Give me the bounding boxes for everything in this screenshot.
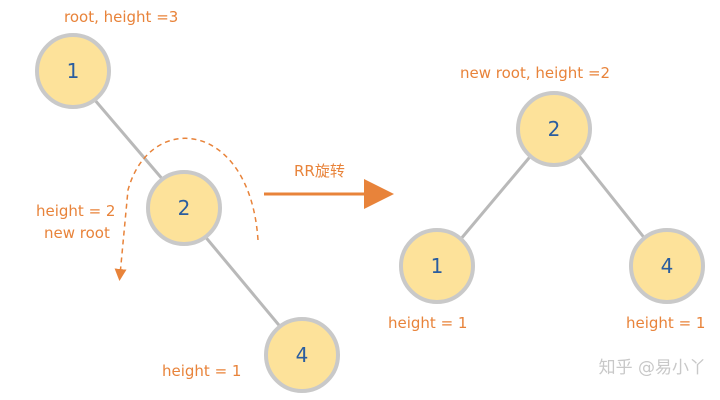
right-newroot-annotation: new root, height =2 [460,64,610,82]
left-node4-height-annotation: height = 1 [162,362,241,380]
rotation-curve-arrow [114,137,259,281]
right-node-4-label: 4 [661,254,674,278]
left-root-annotation: root, height =3 [64,8,178,26]
left-node-2-label: 2 [178,196,191,220]
left-node2-newroot-annotation: new root [44,224,110,242]
edge-r2-r1 [458,151,536,241]
right-node-1-label: 1 [431,254,444,278]
right-node-1: 1 [399,228,475,304]
left-node-1-label: 1 [67,59,80,83]
edge-1-2 [86,91,172,189]
right-node4-height-annotation: height = 1 [626,314,705,332]
right-node-2: 2 [516,91,592,167]
edge-r2-r4 [574,151,648,241]
right-node1-height-annotation: height = 1 [388,314,467,332]
right-node-4: 4 [629,228,705,304]
edge-2-4 [196,227,290,337]
rotation-label: RR旋转 [294,162,345,180]
left-node-1: 1 [35,33,111,109]
left-node-4: 4 [264,317,340,393]
left-node-4-label: 4 [296,343,309,367]
left-node-2: 2 [146,170,222,246]
watermark: 知乎 @易小丫 [598,358,706,378]
left-node2-height-annotation: height = 2 [36,202,115,220]
right-node-2-label: 2 [548,117,561,141]
